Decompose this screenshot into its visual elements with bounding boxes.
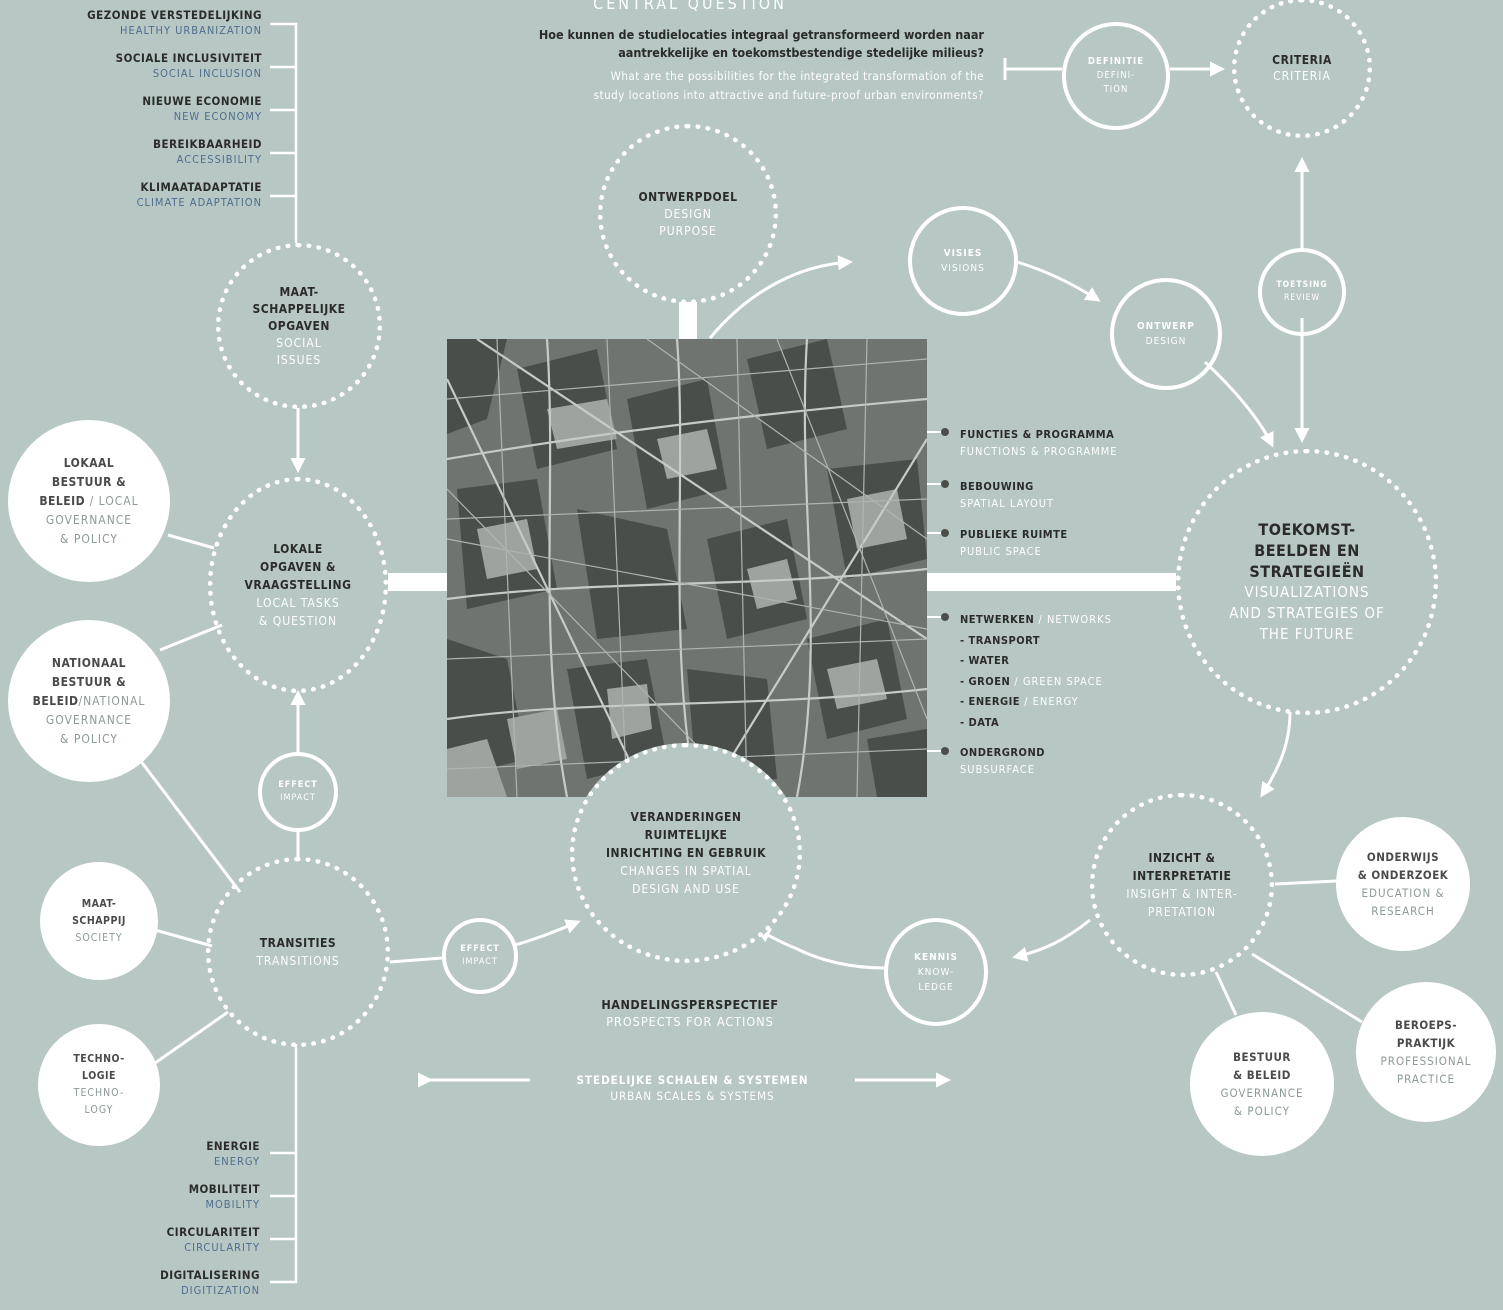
node-definition: DEFINITIE DEFINI- TION <box>1062 22 1170 130</box>
node-insight: INZICHT & INTERPRETATIE INSIGHT & INTER-… <box>1090 793 1274 977</box>
node-effect-bottom: EFFECT IMPACT <box>442 918 518 994</box>
question-en-line1: What are the possibilities for the integ… <box>610 69 984 83</box>
stakeholder-professional-practice: BEROEPS- PRAKTIJK PROFESSIONAL PRACTICE <box>1356 982 1496 1122</box>
legend-network-water: - WATER <box>960 654 1010 667</box>
legend-spatial-layout: BEBOUWING SPATIAL LAYOUT <box>960 480 1055 510</box>
arrow-visions-to-design <box>1016 260 1101 302</box>
question-en-line2: study locations into attractive and futu… <box>593 88 984 102</box>
city-map <box>447 339 927 797</box>
node-effect-left: EFFECT IMPACT <box>258 752 338 832</box>
legend-network-data: - DATA <box>960 715 1000 729</box>
arrow-knowledge-to-changes <box>755 928 886 970</box>
stakeholder-education: ONDERWIJS & ONDERZOEK EDUCATION & RESEAR… <box>1336 817 1470 951</box>
arrow-design-to-future <box>1203 360 1274 448</box>
central-question-nl: Hoe kunnen de studielocaties integraal g… <box>372 26 984 62</box>
legend-networks: NETWERKEN / NETWORKS - TRANSPORT - WATER… <box>960 610 1160 733</box>
node-social-issues: MAAT- SCHAPPELIJKE OPGAVEN SOCIAL ISSUES <box>216 243 382 409</box>
stakeholder-national-governance: NATIONAAL BESTUUR & BELEID/NATIONAL GOVE… <box>8 620 170 782</box>
legend-dots <box>941 428 949 755</box>
line-national-to-local <box>159 623 223 652</box>
node-design-purpose: ONTWERPDOEL DESIGN PURPOSE <box>598 124 778 304</box>
arrow-future-left <box>872 552 1176 612</box>
legend-network-energy: - ENERGIE / ENERGY <box>960 695 1079 708</box>
arrow-insight-to-knowledge <box>1012 918 1091 962</box>
stakeholder-governance: BESTUUR & BELEID GOVERNANCE & POLICY <box>1190 1012 1334 1156</box>
arrow-future-to-insight <box>1260 711 1292 798</box>
urban-scales-label: STEDELIJKE SCHALEN & SYSTEMEN URBAN SCAL… <box>576 1073 809 1103</box>
prospects-label: HANDELINGSPERSPECTIEF PROSPECTS FOR ACTI… <box>601 997 779 1029</box>
legend-network-green: - GROEN / GREEN SPACE <box>960 674 1103 688</box>
stakeholder-technology: TECHNO- LOGIE TECHNO- LOGY <box>38 1024 160 1146</box>
node-criteria: CRITERIA CRITERIA <box>1232 0 1372 138</box>
legend-functions: FUNCTIES & PROGRAMMA FUNCTIONS & PROGRAM… <box>960 428 1118 458</box>
bottom-theme-bracket <box>270 1044 298 1284</box>
legend-subsurface: ONDERGROND SUBSURFACE <box>960 746 1045 776</box>
node-future-visualizations: TOEKOMST- BEELDEN EN STRATEGIEËN VISUALI… <box>1176 449 1438 715</box>
question-nl-line1: Hoe kunnen de studielocaties integraal g… <box>538 27 984 42</box>
top-theme-bracket <box>270 22 298 243</box>
stakeholder-society: MAAT- SCHAPPIJ SOCIETY <box>40 862 158 980</box>
legend-public-space: PUBLIEKE RUIMTE PUBLIC SPACE <box>960 528 1068 558</box>
central-question-label: CENTRAL QUESTION <box>593 0 787 13</box>
node-knowledge: KENNIS KNOW- LEDGE <box>884 918 988 1026</box>
map-streets <box>447 339 927 797</box>
question-nl-line2: aantrekkelijke en toekomstbestendige ste… <box>618 45 984 60</box>
node-transitions: TRANSITIES TRANSITIONS <box>206 857 390 1047</box>
node-review: TOETSING REVIEW <box>1258 248 1346 336</box>
line-transitions-to-effect <box>389 956 443 964</box>
central-question-en: What are the possibilities for the integ… <box>372 67 984 105</box>
node-design: ONTWERP DESIGN <box>1110 278 1222 390</box>
node-spatial-changes: VERANDERINGEN RUIMTELIJKE INRICHTING EN … <box>570 743 802 963</box>
arrow-to-visions <box>708 255 853 339</box>
node-local-tasks: LOKALE OPGAVEN & VRAAGSTELLING LOCAL TAS… <box>208 477 388 693</box>
arrow-effect-to-changes <box>514 919 581 947</box>
legend-leaders <box>927 431 944 752</box>
legend-network-transport: - TRANSPORT <box>960 633 1041 647</box>
stakeholder-local-governance: LOKAAL BESTUUR & BELEID / LOCAL GOVERNAN… <box>8 420 170 582</box>
node-visions: VISIES VISIONS <box>908 206 1018 316</box>
